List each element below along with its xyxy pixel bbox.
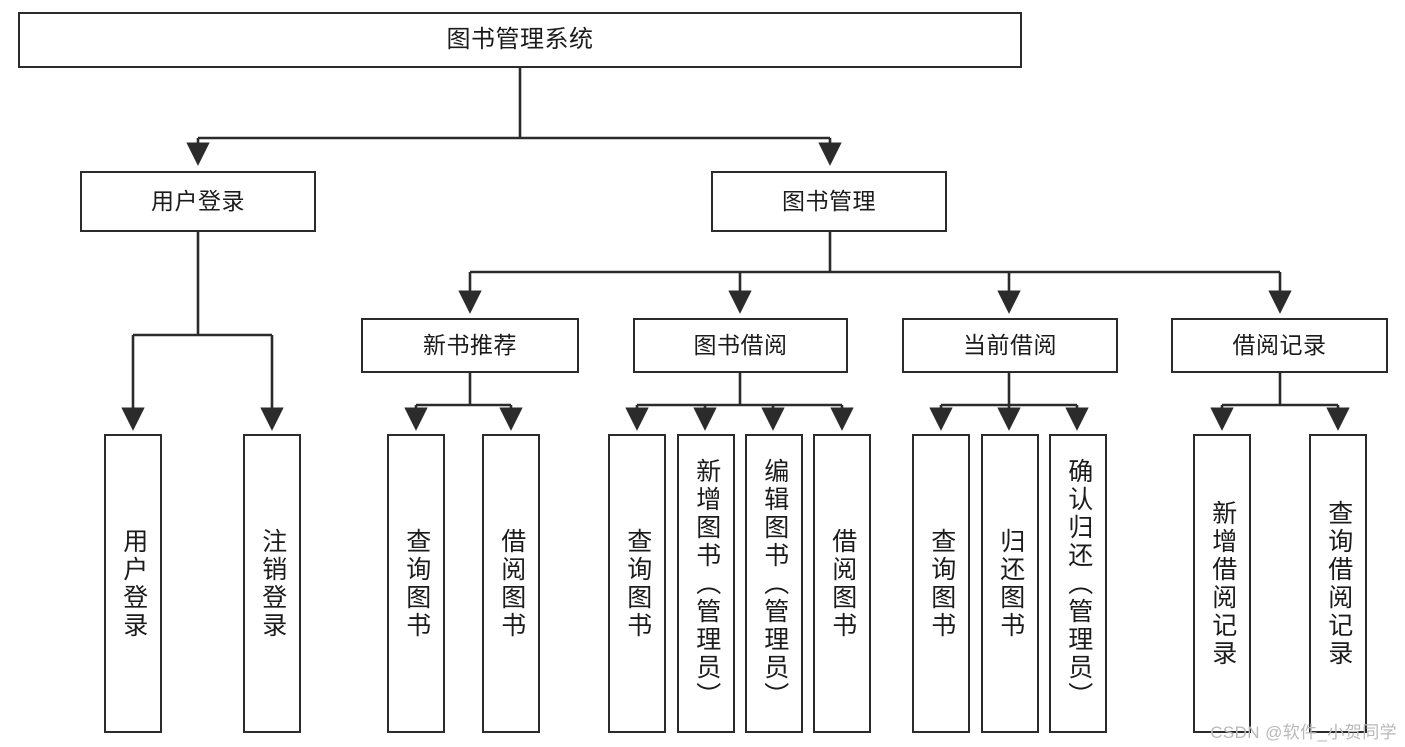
leaf-borrow-record-add[interactable]: 新增借阅记录 <box>1193 434 1251 733</box>
node-label: 查询借阅记录 <box>1324 499 1353 668</box>
node-book-borrow[interactable]: 图书借阅 <box>633 318 848 373</box>
node-label: 归还图书 <box>996 527 1025 640</box>
leaf-current-borrow-return[interactable]: 归还图书 <box>981 434 1039 733</box>
node-user-login[interactable]: 用户登录 <box>80 171 316 232</box>
leaf-new-book-query[interactable]: 查询图书 <box>387 434 445 733</box>
node-label: 编辑图书（管理员） <box>760 457 789 710</box>
node-label: 借阅记录 <box>1232 332 1327 359</box>
node-label: 图书管理系统 <box>446 26 594 54</box>
leaf-book-borrow-query[interactable]: 查询图书 <box>608 434 666 733</box>
leaf-current-borrow-query[interactable]: 查询图书 <box>912 434 970 733</box>
node-label: 借阅图书 <box>497 527 526 640</box>
node-book-management[interactable]: 图书管理 <box>711 171 947 232</box>
node-label: 借阅图书 <box>828 527 857 640</box>
node-label: 新增借阅记录 <box>1208 499 1237 668</box>
node-new-book-recommend[interactable]: 新书推荐 <box>361 318 579 373</box>
node-label: 新增图书（管理员） <box>692 457 721 710</box>
watermark-text: CSDN @软件_小贺同学 <box>1210 723 1397 742</box>
leaf-current-borrow-confirm-return[interactable]: 确认归还（管理员） <box>1049 434 1107 733</box>
leaf-new-book-borrow[interactable]: 借阅图书 <box>482 434 540 733</box>
node-borrow-record[interactable]: 借阅记录 <box>1171 318 1388 373</box>
leaf-user-login-logout[interactable]: 注销登录 <box>243 434 301 733</box>
leaf-book-borrow-add[interactable]: 新增图书（管理员） <box>677 434 735 733</box>
leaf-borrow-record-query[interactable]: 查询借阅记录 <box>1309 434 1367 733</box>
node-current-borrow[interactable]: 当前借阅 <box>902 318 1118 373</box>
leaf-book-borrow-borrow[interactable]: 借阅图书 <box>813 434 871 733</box>
node-label: 查询图书 <box>927 527 956 640</box>
node-label: 查询图书 <box>623 527 652 640</box>
leaf-user-login-login[interactable]: 用户登录 <box>104 434 162 733</box>
node-label: 用户登录 <box>119 527 148 640</box>
node-label: 查询图书 <box>402 527 431 640</box>
leaf-book-borrow-edit[interactable]: 编辑图书（管理员） <box>745 434 803 733</box>
node-label: 注销登录 <box>258 527 287 640</box>
node-label: 图书借阅 <box>693 332 788 359</box>
node-label: 当前借阅 <box>963 332 1057 359</box>
node-label: 图书管理 <box>782 188 876 215</box>
node-label: 确认归还（管理员） <box>1064 457 1093 710</box>
node-root-system[interactable]: 图书管理系统 <box>18 12 1022 68</box>
node-label: 用户登录 <box>151 188 245 215</box>
node-label: 新书推荐 <box>423 332 517 359</box>
